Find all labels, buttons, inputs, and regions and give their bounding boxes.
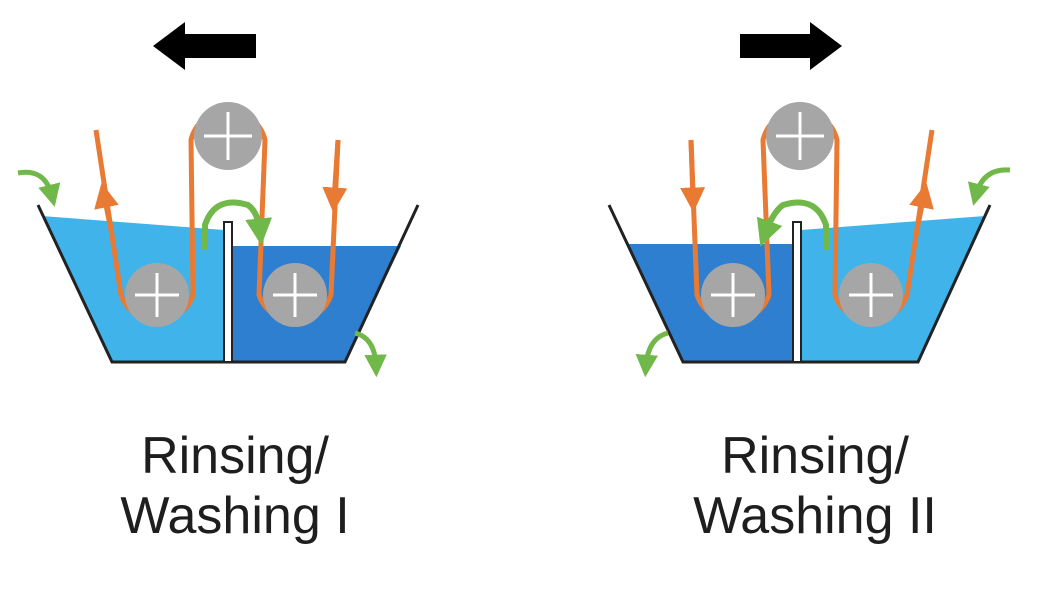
caption-line: Rinsing/: [721, 427, 909, 485]
stage-caption-left: Rinsing/ Washing I: [55, 426, 415, 546]
roller-icon: [839, 263, 903, 327]
flow-arrow-icon: [756, 199, 829, 250]
roller-icon: [263, 263, 327, 327]
flow-arrow-icon: [635, 330, 669, 378]
roller-icon: [701, 263, 765, 327]
flow-arrow-icon: [202, 199, 273, 250]
stage-left: [17, 22, 420, 378]
tank-divider: [792, 221, 802, 363]
flow-arrow-icon: [17, 169, 61, 207]
stage-caption-right: Rinsing/ Washing II: [635, 426, 995, 546]
roller-icon: [194, 102, 262, 170]
direction-arrow-right-icon: [740, 22, 842, 70]
belt-arrow-out: [909, 182, 934, 236]
caption-line: Washing II: [693, 487, 937, 545]
direction-arrow-left-icon: [153, 22, 256, 70]
belt-arrow-out: [94, 182, 119, 236]
caption-line: Rinsing/: [141, 427, 329, 485]
flow-arrow-icon: [967, 167, 1011, 206]
belt-arrow-in: [322, 139, 348, 213]
roller-icon: [766, 102, 834, 170]
flow-arrow-icon: [354, 330, 387, 378]
caption-line: Washing I: [120, 487, 350, 545]
roller-icon: [125, 263, 189, 327]
belt-arrow-in: [680, 139, 706, 213]
rinsing-diagram: [17, 22, 1011, 378]
stage-right: [607, 22, 1011, 378]
tank-divider: [223, 221, 233, 363]
